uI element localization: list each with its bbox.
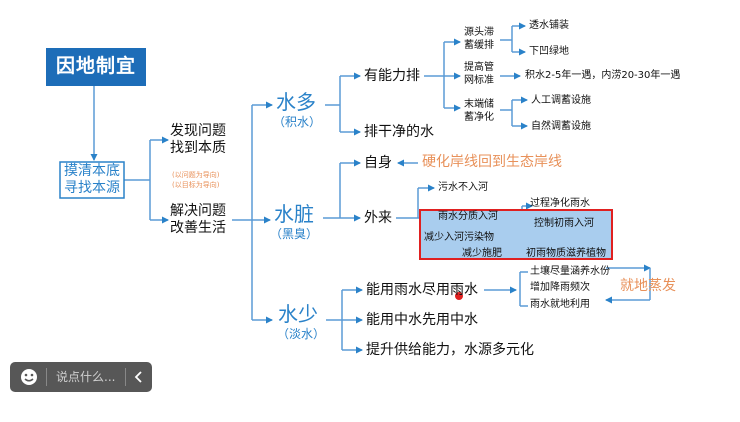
- artificial-storage: 人工调蓄设施: [531, 95, 591, 106]
- reduce-fertilizer: 减少施肥: [462, 248, 502, 259]
- pipe-line1: 提高管: [464, 62, 494, 73]
- local-evaporation: 就地蒸发: [620, 278, 676, 294]
- comment-input[interactable]: 说点什么...: [56, 370, 116, 384]
- water-less-title: 水少: [278, 302, 318, 326]
- external-source: 外来: [364, 210, 392, 226]
- hint-problem: (以问题为导向): [172, 171, 220, 179]
- water-dirty-sub: （黑臭）: [270, 227, 319, 241]
- solve-line2: 改善生活: [170, 220, 226, 236]
- source-line2: 蓄缓排: [464, 40, 494, 51]
- stage1-line1: 摸清本底: [64, 163, 120, 179]
- natural-storage: 自然调蓄设施: [531, 121, 591, 132]
- divider-right: [125, 368, 126, 386]
- divider-left: [46, 368, 47, 386]
- comment-bar: 说点什么...: [10, 362, 152, 392]
- sewage-not-river: 污水不入河: [438, 182, 488, 193]
- discover-line2: 找到本质: [170, 140, 226, 156]
- initial-rain-plants: 初雨物质滋养植物: [526, 248, 606, 259]
- soil-retain: 土壤尽量涵养水份: [530, 266, 610, 277]
- process-purify: 过程净化雨水: [530, 198, 590, 209]
- chevron-left-icon[interactable]: [132, 370, 146, 384]
- improve-supply: 提升供给能力，水源多元化: [366, 342, 534, 358]
- drained-water: 排干净的水: [364, 124, 434, 140]
- flood-standard: 积水2-5年一遇，内涝20-30年一遇: [525, 70, 681, 81]
- self-source: 自身: [364, 155, 392, 171]
- increase-rain: 增加降雨频次: [530, 282, 590, 293]
- use-rainwater: 能用雨水尽用雨水: [366, 282, 478, 298]
- shoreline-fix: 硬化岸线回到生态岸线: [422, 154, 562, 170]
- water-dirty-title: 水脏: [274, 202, 314, 226]
- water-more-sub: （积水）: [273, 115, 322, 129]
- discover-line1: 发现问题: [170, 123, 226, 139]
- use-greywater: 能用中水先用中水: [366, 312, 478, 328]
- reduce-pollutant: 减少入河污染物: [424, 232, 494, 243]
- solve-line1: 解决问题: [170, 203, 226, 219]
- sunken-greenland: 下凹绿地: [529, 46, 569, 57]
- control-initial-rain: 控制初雨入河: [534, 218, 594, 229]
- stage1-line2: 寻找本源: [64, 180, 120, 196]
- end-line1: 末端储: [464, 99, 494, 110]
- hint-goal: (以目标为导向): [172, 181, 220, 189]
- capable-drain: 有能力排: [364, 68, 420, 84]
- local-use: 雨水就地利用: [530, 299, 590, 310]
- source-line1: 源头滞: [464, 27, 494, 38]
- permeable-paving: 透水铺装: [529, 20, 569, 31]
- water-more-title: 水多: [276, 90, 316, 114]
- emoji-icon[interactable]: [19, 367, 39, 387]
- pipe-line2: 网标准: [464, 75, 494, 86]
- water-less-sub: （淡水）: [277, 327, 326, 341]
- rain-split-river: 雨水分质入河: [438, 211, 498, 222]
- end-line2: 蓄净化: [464, 112, 494, 123]
- root-title: 因地制宜: [55, 55, 136, 77]
